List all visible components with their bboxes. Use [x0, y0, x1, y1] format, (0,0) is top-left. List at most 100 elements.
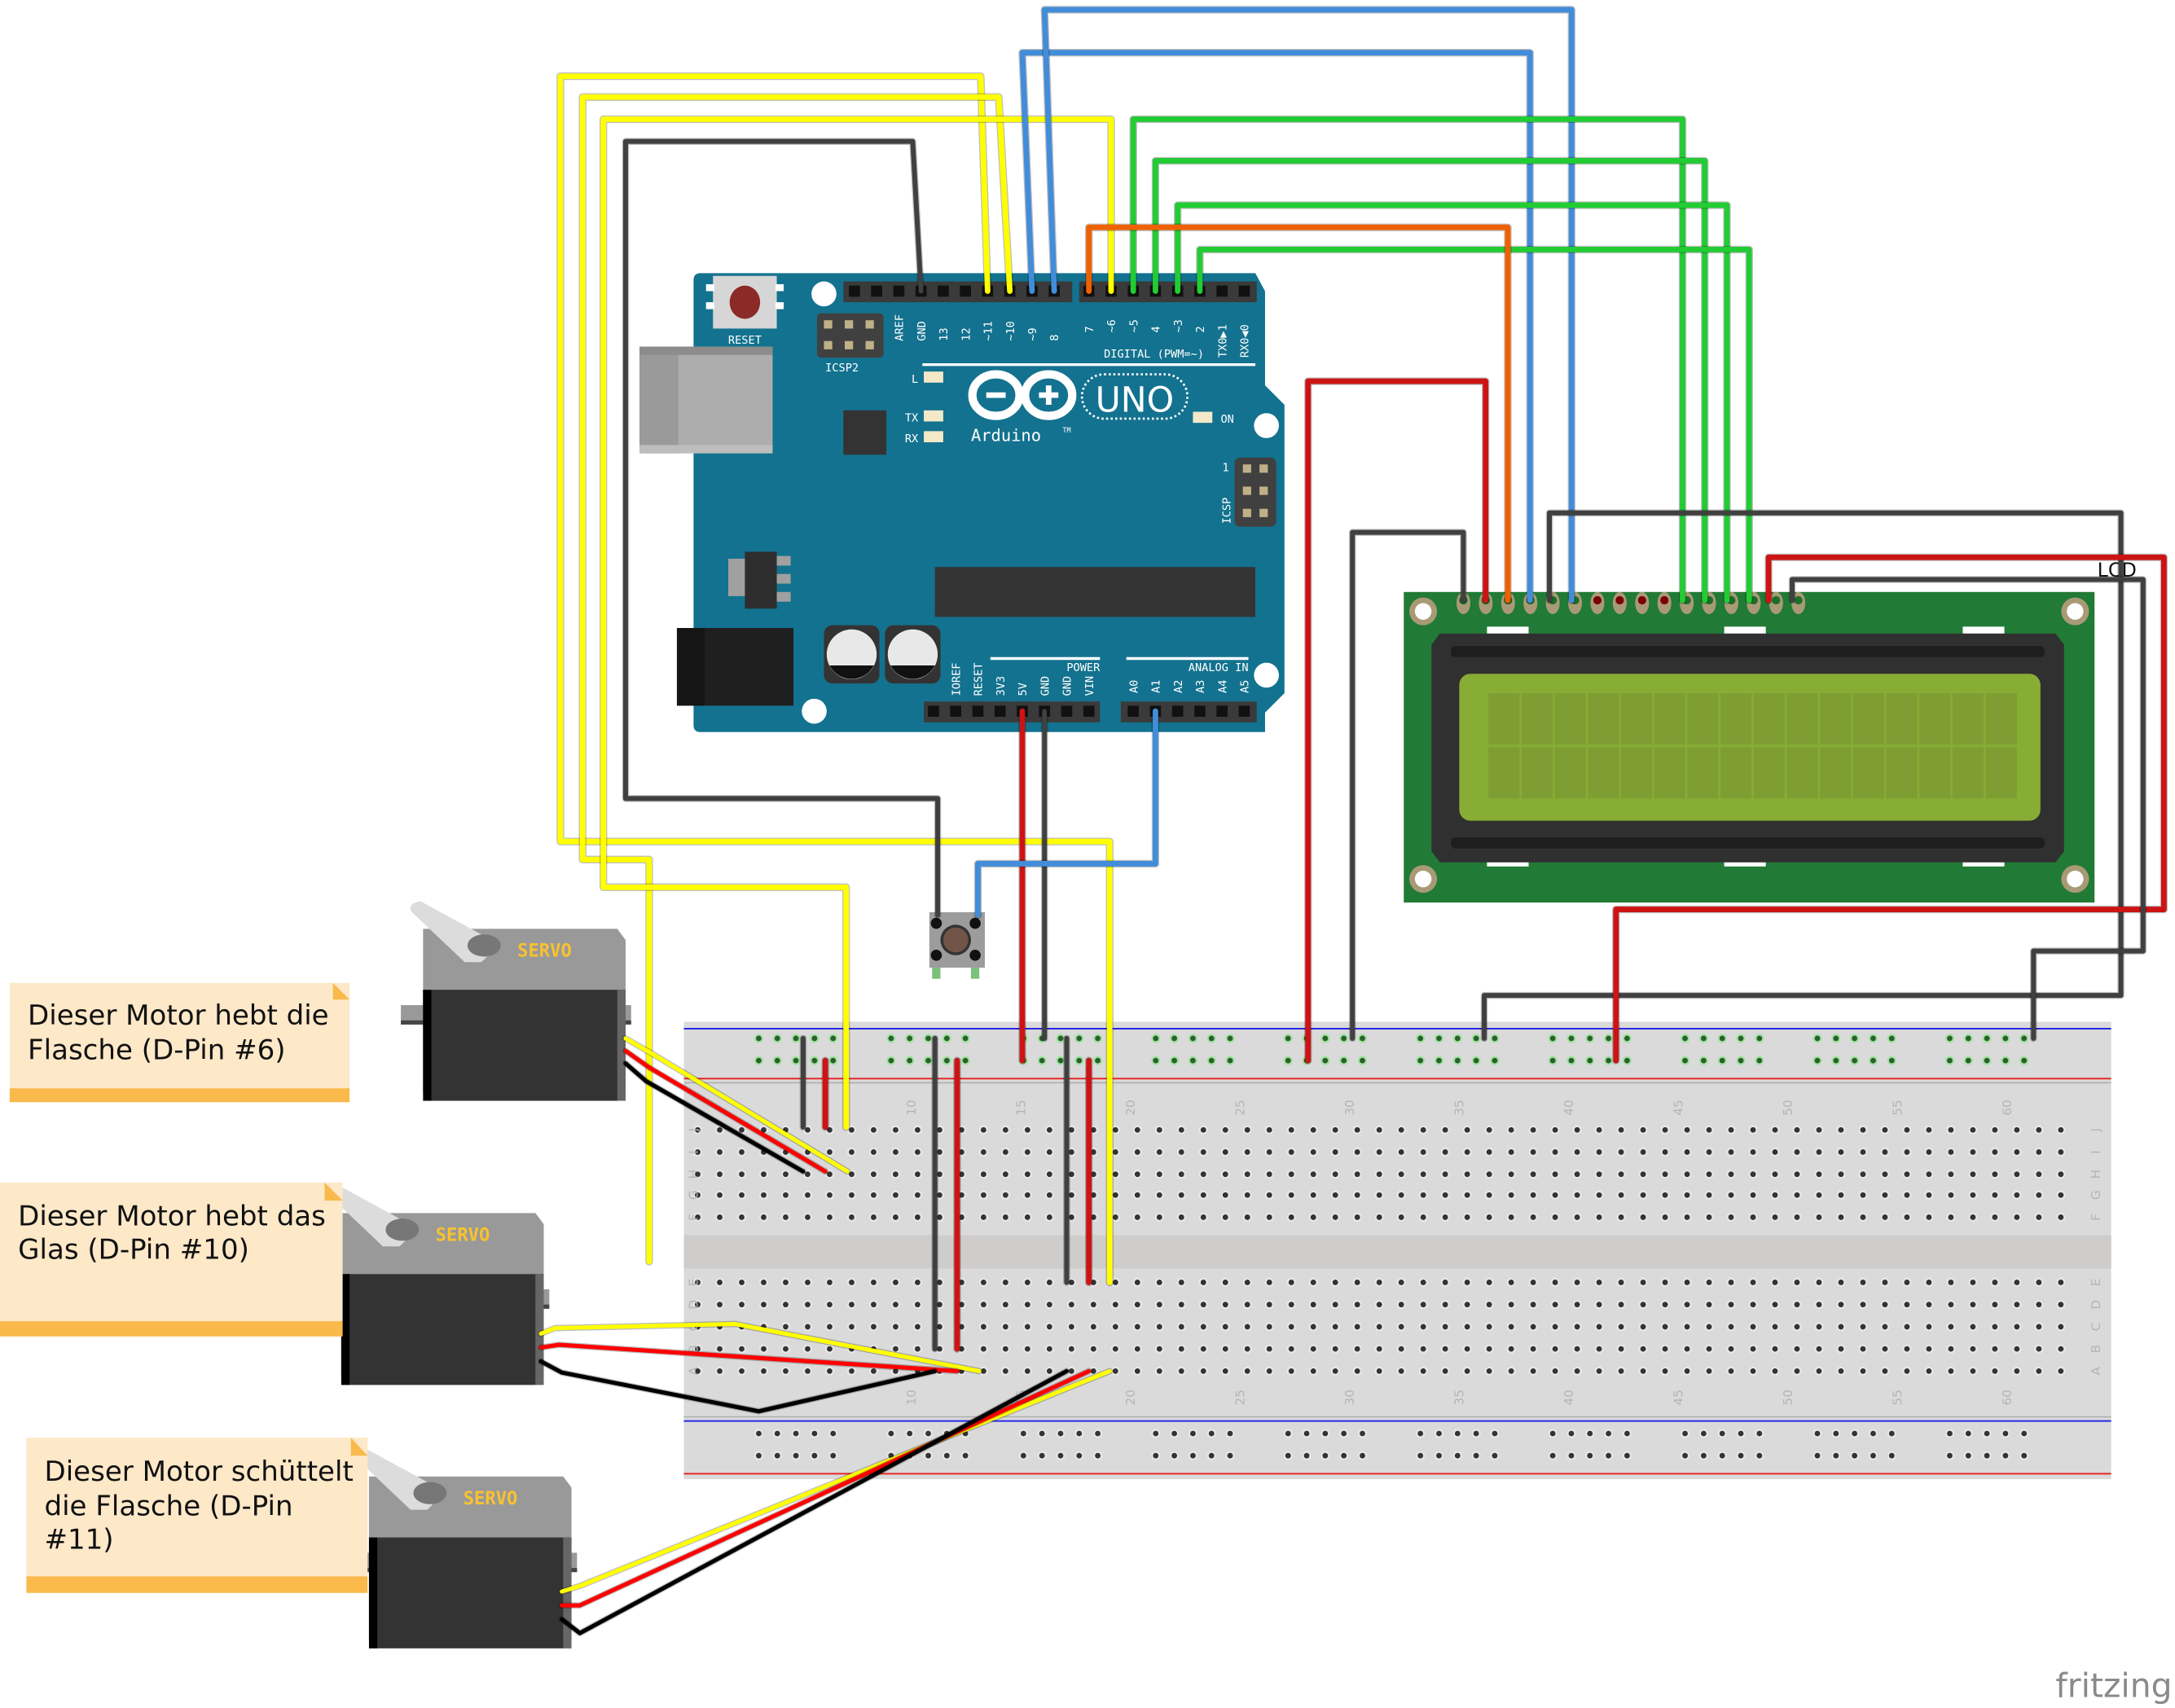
rail-hole[interactable] [1549, 1452, 1556, 1459]
rail-hole[interactable] [1208, 1430, 1215, 1437]
breadboard-hole[interactable] [1508, 1280, 1514, 1285]
breadboard-hole[interactable] [1508, 1346, 1514, 1352]
rail-hole[interactable] [830, 1430, 837, 1437]
breadboard-hole[interactable] [1178, 1324, 1184, 1330]
breadboard-hole[interactable] [827, 1324, 833, 1330]
lcd-pin[interactable] [1637, 595, 1646, 605]
breadboard-hole[interactable] [1486, 1324, 1492, 1330]
breadboard-hole[interactable] [783, 1280, 789, 1285]
breadboard-hole[interactable] [871, 1214, 877, 1220]
breadboard-hole[interactable] [1992, 1368, 1998, 1374]
breadboard-hole[interactable] [1112, 1149, 1118, 1155]
breadboard-hole[interactable] [1816, 1368, 1822, 1374]
rail-hole[interactable] [1171, 1430, 1178, 1437]
breadboard-hole[interactable] [1552, 1192, 1558, 1198]
rail-hole[interactable] [774, 1452, 780, 1459]
breadboard-hole[interactable] [1640, 1149, 1646, 1155]
breadboard-hole[interactable] [1662, 1280, 1668, 1285]
breadboard-hole[interactable] [1354, 1324, 1360, 1330]
breadboard-hole[interactable] [1420, 1302, 1426, 1308]
rail-hole[interactable] [1153, 1430, 1159, 1437]
breadboard-hole[interactable] [1464, 1171, 1470, 1178]
breadboard-hole[interactable] [1530, 1171, 1536, 1178]
rail-hole[interactable] [1153, 1057, 1159, 1064]
breadboard-hole[interactable] [1222, 1192, 1228, 1198]
header-socket[interactable] [1216, 705, 1228, 717]
breadboard-hole[interactable] [1552, 1368, 1558, 1374]
breadboard-hole[interactable] [1794, 1126, 1800, 1133]
rail-hole[interactable] [1208, 1452, 1215, 1459]
rail-hole[interactable] [1587, 1035, 1593, 1042]
breadboard-hole[interactable] [1244, 1302, 1250, 1308]
breadboard-hole[interactable] [1046, 1126, 1052, 1133]
breadboard-hole[interactable] [1200, 1214, 1206, 1220]
rail-hole[interactable] [1606, 1452, 1611, 1459]
breadboard-hole[interactable] [1728, 1126, 1734, 1133]
breadboard-hole[interactable] [1464, 1126, 1470, 1133]
breadboard-hole[interactable] [1354, 1126, 1360, 1133]
rail-hole[interactable] [1473, 1452, 1479, 1459]
breadboard-hole[interactable] [761, 1126, 767, 1133]
header-socket[interactable] [950, 705, 962, 717]
rail-hole[interactable] [907, 1430, 913, 1437]
breadboard-hole[interactable] [1552, 1302, 1558, 1308]
breadboard-hole[interactable] [849, 1324, 855, 1330]
breadboard-hole[interactable] [2058, 1346, 2064, 1352]
breadboard-hole[interactable] [827, 1171, 833, 1178]
breadboard-hole[interactable] [739, 1346, 745, 1352]
breadboard[interactable]: 1010151520202525303035354040454550505555… [683, 1021, 2111, 1480]
header-socket[interactable] [1216, 285, 1228, 297]
rail-hole[interactable] [1984, 1452, 1990, 1459]
breadboard-hole[interactable] [1156, 1126, 1162, 1133]
rail-hole[interactable] [1360, 1452, 1365, 1459]
breadboard-hole[interactable] [1266, 1280, 1272, 1285]
wire-green-d5-lcd[interactable] [1130, 116, 1685, 604]
breadboard-hole[interactable] [1222, 1324, 1228, 1330]
breadboard-hole[interactable] [1222, 1368, 1228, 1374]
rail-hole[interactable] [925, 1430, 931, 1437]
breadboard-hole[interactable] [1288, 1214, 1294, 1220]
breadboard-hole[interactable] [739, 1192, 745, 1198]
breadboard-hole[interactable] [1772, 1126, 1778, 1133]
breadboard-hole[interactable] [695, 1126, 701, 1133]
breadboard-hole[interactable] [1706, 1280, 1712, 1285]
breadboard-hole[interactable] [1816, 1302, 1822, 1308]
breadboard-hole[interactable] [1662, 1324, 1668, 1330]
rail-hole[interactable] [1492, 1057, 1498, 1064]
breadboard-hole[interactable] [1310, 1149, 1316, 1155]
breadboard-hole[interactable] [2036, 1368, 2042, 1374]
breadboard-hole[interactable] [1200, 1346, 1206, 1352]
breadboard-hole[interactable] [1046, 1171, 1052, 1178]
wire-black-gnd-button[interactable] [622, 138, 941, 918]
breadboard-hole[interactable] [1904, 1280, 1910, 1285]
breadboard-hole[interactable] [1398, 1192, 1404, 1198]
breadboard-hole[interactable] [1486, 1214, 1492, 1220]
wire-yellow-d11[interactable] [557, 73, 1113, 1285]
breadboard-hole[interactable] [1640, 1126, 1646, 1133]
breadboard-hole[interactable] [1178, 1149, 1184, 1155]
breadboard-hole[interactable] [1684, 1324, 1690, 1330]
breadboard-hole[interactable] [1662, 1302, 1668, 1308]
breadboard-hole[interactable] [1948, 1192, 1954, 1198]
breadboard-hole[interactable] [761, 1302, 767, 1308]
rail-hole[interactable] [1322, 1452, 1329, 1459]
breadboard-hole[interactable] [1552, 1280, 1558, 1285]
breadboard-hole[interactable] [717, 1346, 723, 1352]
rail-hole[interactable] [1341, 1430, 1347, 1437]
breadboard-hole[interactable] [1310, 1302, 1316, 1308]
breadboard-hole[interactable] [1090, 1214, 1096, 1220]
breadboard-hole[interactable] [1750, 1368, 1756, 1374]
header-socket[interactable] [1061, 705, 1073, 717]
breadboard-hole[interactable] [958, 1126, 964, 1133]
rail-hole[interactable] [1153, 1035, 1159, 1042]
lcd-pin[interactable] [1593, 595, 1602, 605]
breadboard-hole[interactable] [1882, 1126, 1888, 1133]
rail-hole[interactable] [1947, 1452, 1953, 1459]
breadboard-hole[interactable] [1750, 1149, 1756, 1155]
breadboard-hole[interactable] [1156, 1368, 1162, 1374]
servo2-lead-ground[interactable] [538, 1359, 938, 1414]
breadboard-hole[interactable] [1816, 1126, 1822, 1133]
breadboard-hole[interactable] [980, 1368, 986, 1374]
rail-hole[interactable] [1965, 1452, 1971, 1459]
breadboard-hole[interactable] [1640, 1171, 1646, 1178]
